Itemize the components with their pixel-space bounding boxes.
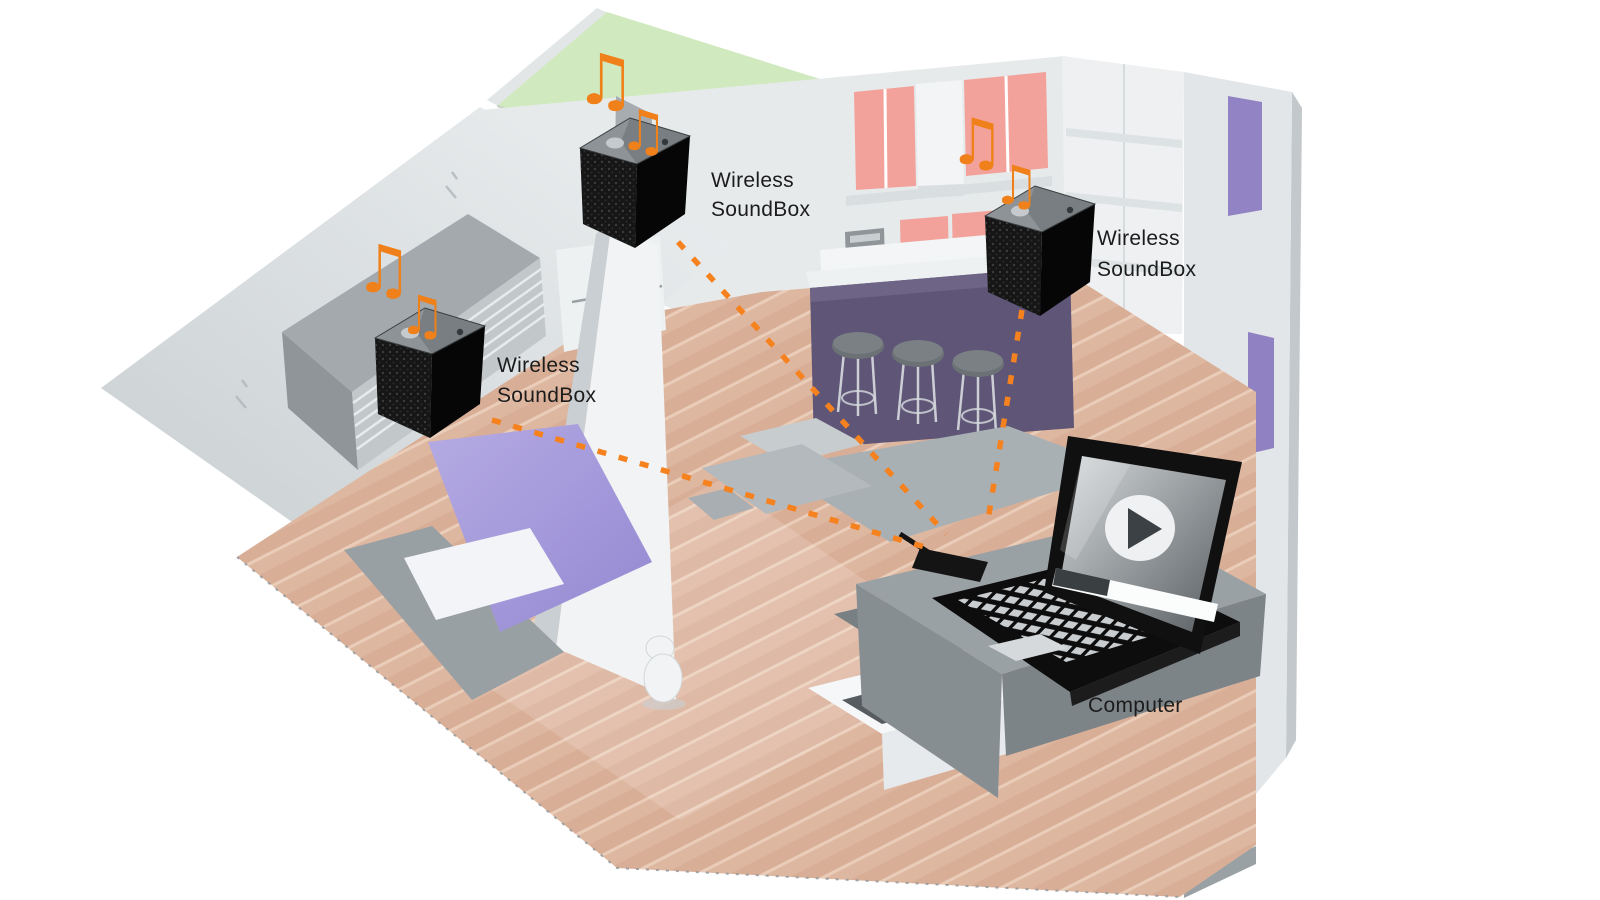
progress-played <box>1053 568 1110 596</box>
bar-stool <box>952 350 1004 434</box>
laptop-touchpad <box>988 634 1068 661</box>
right-wall-edge <box>1286 92 1302 758</box>
wall-shelf <box>846 176 1052 206</box>
music-note-icon: ♫ <box>574 39 637 121</box>
svg-text:Wireless: Wireless <box>1097 227 1180 250</box>
music-note-icon: ♫ <box>948 106 1005 180</box>
label-soundbox-bedroom: Wireless SoundBox <box>497 354 597 407</box>
bar-stool <box>832 332 884 416</box>
video-player <box>1052 495 1218 622</box>
remote-control <box>898 531 988 582</box>
music-note-icon: ♫ <box>354 231 413 308</box>
svg-text:SoundBox: SoundBox <box>497 384 597 407</box>
play-icon <box>1128 508 1162 549</box>
wireless-links <box>491 240 1025 551</box>
wireless-link-kitchen <box>985 309 1025 521</box>
label-computer: Computer <box>1088 694 1183 717</box>
rug <box>772 426 1126 542</box>
vase <box>642 635 686 710</box>
wireless-link-laundry <box>675 240 949 536</box>
music-note-icon: ♫ <box>992 154 1040 217</box>
label-soundbox-kitchen: Wireless SoundBox <box>1097 227 1197 281</box>
labels: Wireless SoundBox Wireless SoundBox Wire… <box>497 169 1197 717</box>
laptop <box>898 436 1242 706</box>
svg-text:SoundBox: SoundBox <box>1097 258 1197 281</box>
green-room-side-wall <box>487 8 612 108</box>
door-outline-marks <box>235 171 459 409</box>
music-note-icon: ♫ <box>398 284 446 347</box>
purple-accent-panel <box>1228 96 1262 216</box>
music-note-icon: ♫ <box>618 99 668 164</box>
svg-text:Wireless: Wireless <box>497 354 580 377</box>
svg-text:SoundBox: SoundBox <box>711 198 811 221</box>
right-wall-base <box>1184 846 1256 898</box>
sofa <box>688 418 872 520</box>
fridge-cabinet <box>1062 56 1184 334</box>
bed <box>344 424 652 700</box>
wireless-link-bedroom <box>491 417 929 551</box>
music-notes: ♫ ♫ ♫ ♫ ♫ ♫ <box>354 39 1040 347</box>
bed-sheet <box>404 528 564 620</box>
bar-stool <box>892 340 944 424</box>
range-hood <box>916 80 964 198</box>
label-soundbox-laundry: Wireless SoundBox <box>711 169 811 221</box>
svg-text:Wireless: Wireless <box>711 169 794 192</box>
